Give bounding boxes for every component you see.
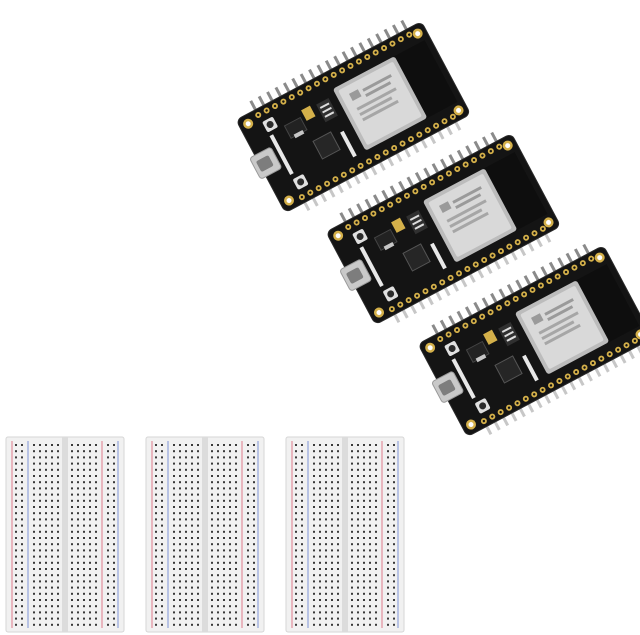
breadboard-3 — [285, 436, 405, 633]
breadboard-1 — [5, 436, 125, 633]
breadboard-2 — [145, 436, 265, 633]
